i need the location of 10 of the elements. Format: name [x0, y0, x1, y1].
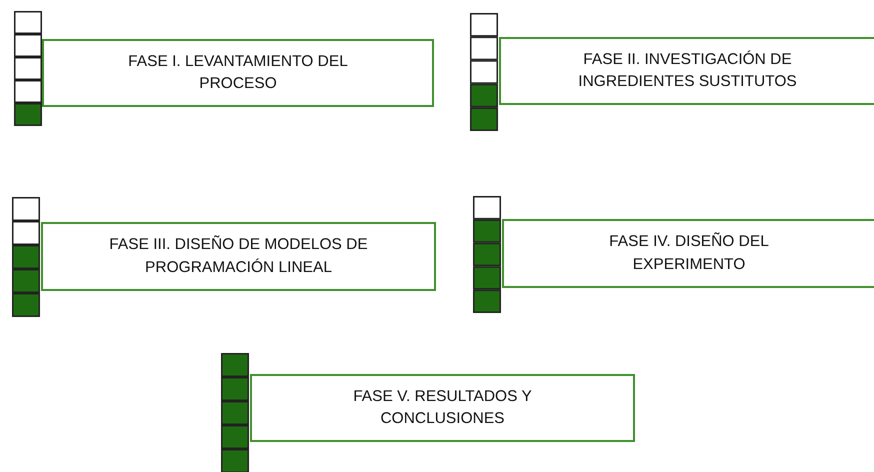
phase-box — [41, 222, 436, 291]
phase-title: FASE II. INVESTIGACIÓN DE INGREDIENTES SUSTITUTOS — [577, 50, 798, 92]
phase-title: FASE IV. DISEÑO DEL EXPERIMENTO — [608, 231, 770, 274]
phase-box — [499, 37, 874, 105]
phase-box — [250, 374, 635, 442]
phase-title: FASE V. RESULTADOS Y CONCLUSIONES — [352, 386, 533, 429]
phase-title: FASE III. DISEÑO DE MODELOS DE PROGRAMACIÓN LINEAL — [108, 234, 369, 278]
phase-box — [502, 219, 874, 288]
phase-title: FASE I. LEVANTAMIENTO DEL PROCESO — [127, 52, 349, 94]
phase-box — [42, 39, 434, 107]
